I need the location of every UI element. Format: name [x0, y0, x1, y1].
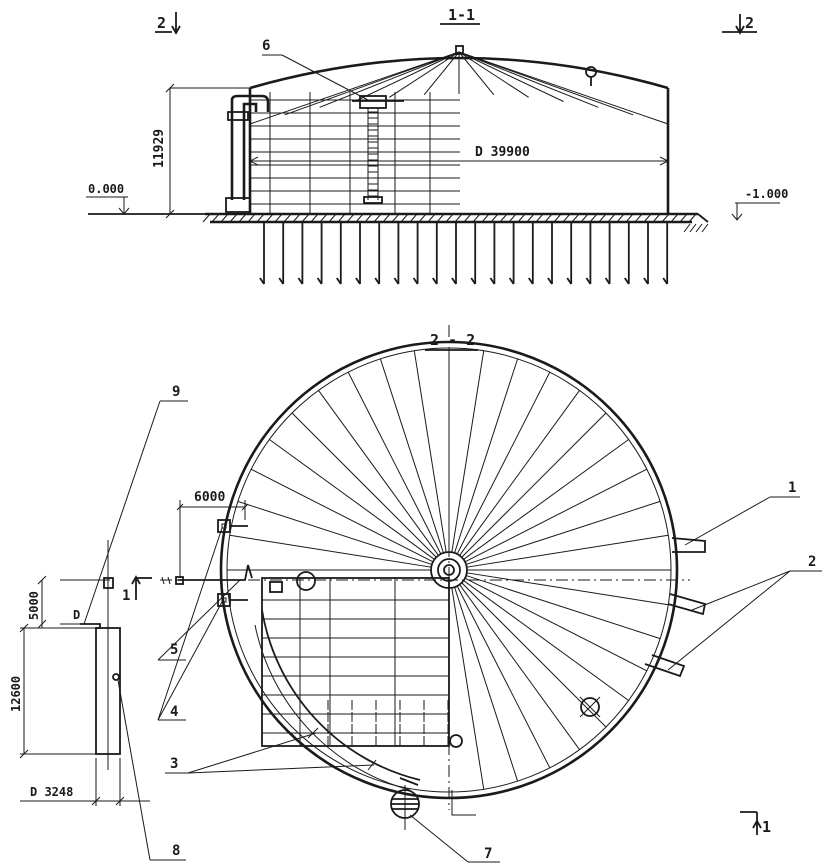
level-minus-one: -1.000: [745, 187, 788, 201]
callout-4: 4: [170, 704, 178, 720]
small-tank-diameter: D 3248: [30, 785, 73, 799]
cut-label-1-left: 1: [122, 588, 130, 604]
cut-label-2-right: 2: [745, 14, 754, 32]
callout-9: 9: [172, 384, 180, 400]
callout-1: 1: [788, 480, 796, 496]
cut-label-2-left: 2: [157, 14, 166, 32]
cut-label-1-bottom: 1: [762, 818, 771, 836]
plan-view: 2 - 2: [9, 325, 822, 863]
small-tank-height: 12600: [9, 676, 23, 712]
callout-3: 3: [170, 756, 178, 772]
callout-7: 7: [484, 846, 492, 862]
elevation-view: 1-1 2 2: [86, 6, 788, 285]
callout-2: 2: [808, 554, 816, 570]
callout-5: 5: [170, 642, 178, 658]
small-tank-gap: 5000: [27, 591, 41, 620]
plan-title: 2 - 2: [430, 331, 475, 349]
callout-8: 8: [172, 843, 180, 859]
spacing-dimension: 6000: [194, 490, 225, 505]
height-dimension: 11929: [152, 129, 167, 168]
callout-6: 6: [262, 38, 270, 54]
elevation-title: 1-1: [448, 6, 475, 24]
level-zero: 0.000: [88, 182, 124, 196]
diameter-dimension: D 39900: [475, 145, 530, 160]
small-tank-mark: D: [73, 608, 80, 622]
